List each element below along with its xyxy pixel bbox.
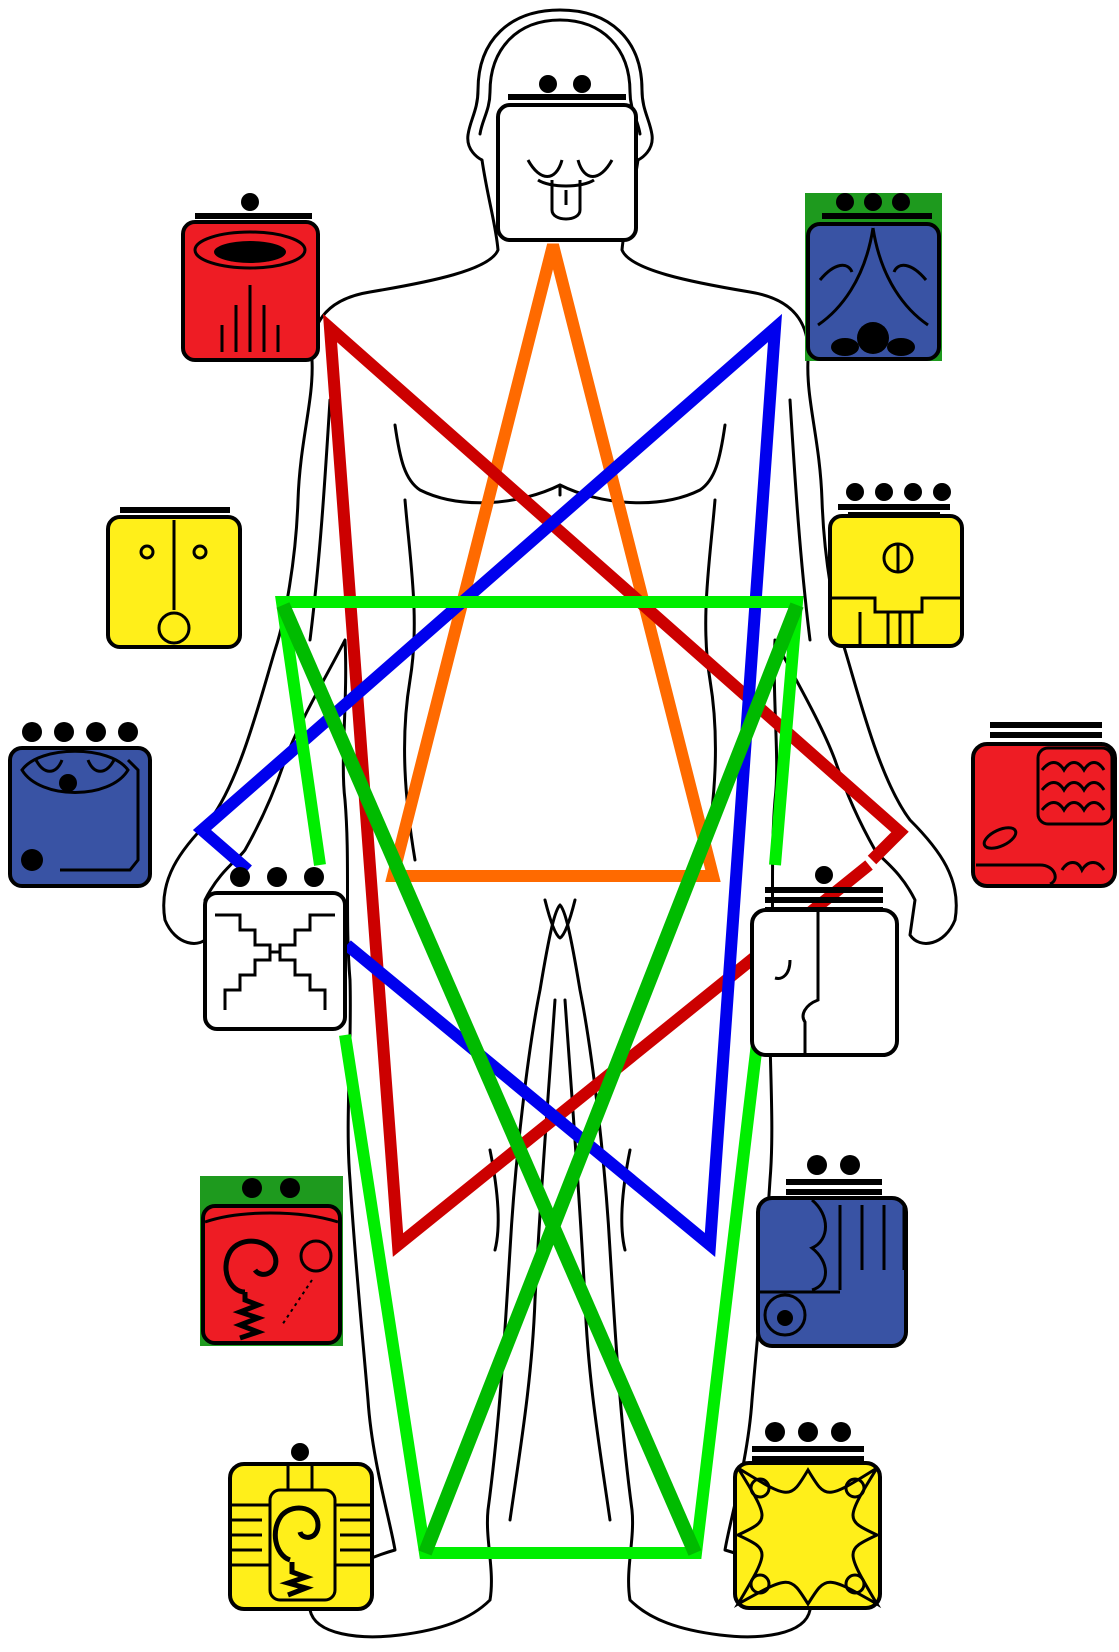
numeral-dot bbox=[807, 1155, 827, 1175]
glyph-upper-left bbox=[183, 193, 318, 360]
numeral-bar bbox=[765, 897, 883, 903]
glyph-left-hip bbox=[205, 867, 345, 1029]
numeral-dot bbox=[241, 193, 259, 211]
numeral-dot bbox=[798, 1422, 818, 1442]
numeral-dot bbox=[86, 722, 106, 742]
numeral-bar bbox=[508, 94, 626, 100]
numeral-dot bbox=[22, 722, 42, 742]
numeral-dot bbox=[573, 75, 591, 93]
numeral-dot bbox=[242, 1178, 262, 1198]
orange-triangle bbox=[393, 245, 713, 876]
numeral-bar bbox=[990, 722, 1102, 728]
numeral-dot bbox=[267, 867, 287, 887]
glyph-mid-left bbox=[108, 507, 240, 647]
numeral-dot bbox=[831, 1422, 851, 1442]
numeral-bar bbox=[822, 213, 932, 219]
numeral-dot bbox=[875, 483, 893, 501]
glyph-mid-right bbox=[830, 483, 962, 646]
numeral-bar bbox=[765, 887, 883, 893]
numeral-bar bbox=[786, 1189, 882, 1195]
numeral-dot bbox=[765, 1422, 785, 1442]
numeral-dot bbox=[304, 867, 324, 887]
numeral-dot bbox=[291, 1443, 309, 1461]
glyph-left-foot bbox=[230, 1443, 372, 1609]
glyph-right-knee bbox=[758, 1155, 906, 1346]
numeral-dot bbox=[230, 867, 250, 887]
numeral-bar bbox=[195, 213, 312, 219]
numeral-dot bbox=[904, 483, 922, 501]
numeral-dot bbox=[892, 193, 910, 211]
numeral-dot bbox=[840, 1155, 860, 1175]
glyph-left-knee bbox=[200, 1176, 343, 1346]
numeral-dot bbox=[539, 75, 557, 93]
glyph-left-hand bbox=[10, 722, 150, 886]
numeral-dot bbox=[933, 483, 951, 501]
numeral-bar bbox=[990, 732, 1102, 738]
numeral-bar bbox=[120, 507, 230, 513]
glyph-right-foot bbox=[735, 1422, 880, 1608]
numeral-bar bbox=[752, 1456, 864, 1461]
numeral-dot bbox=[846, 483, 864, 501]
numeral-dot bbox=[815, 866, 833, 884]
numeral-dot bbox=[54, 722, 74, 742]
numeral-dot bbox=[118, 722, 138, 742]
numeral-bar bbox=[752, 1446, 864, 1452]
numeral-dot bbox=[864, 193, 882, 211]
glyph-right-hand bbox=[973, 722, 1115, 886]
numeral-dot bbox=[836, 193, 854, 211]
numeral-bar bbox=[786, 1179, 882, 1185]
glyph-head bbox=[498, 75, 636, 240]
numeral-bar bbox=[838, 504, 950, 510]
numeral-dot bbox=[280, 1178, 300, 1198]
glyph-upper-right bbox=[805, 193, 942, 361]
